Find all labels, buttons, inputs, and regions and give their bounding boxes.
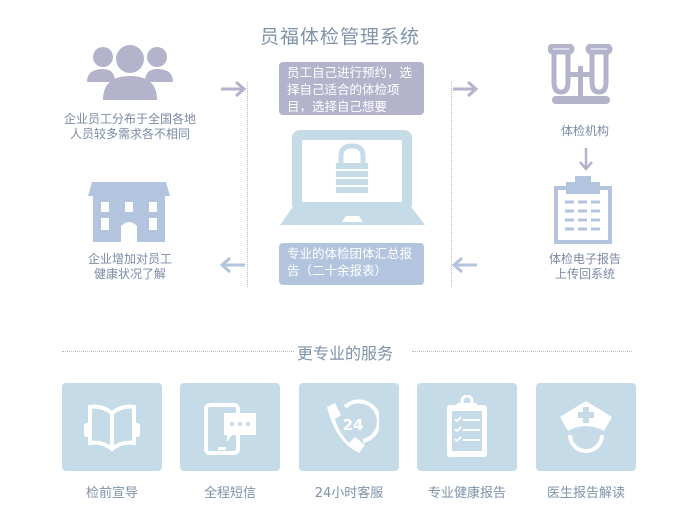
arrow-left-icon xyxy=(220,256,245,274)
page-title: 员福体检管理系统 xyxy=(259,26,420,48)
summary-box: 专业的体检团体汇总报告（二十余报表） xyxy=(279,243,424,285)
divider xyxy=(451,82,452,287)
divider xyxy=(247,82,248,287)
service-label: 检前宣导 xyxy=(85,486,138,501)
report-clipboard-icon xyxy=(554,176,612,244)
employees-caption: 企业员工分布于全国各地 人员较多需求各不相同 xyxy=(40,112,220,142)
caption-line: 健康状况了解 xyxy=(93,267,166,281)
divider xyxy=(62,351,294,352)
caption-line: 企业员工分布于全国各地 xyxy=(63,112,196,126)
building-icon xyxy=(88,182,170,242)
institution-caption: 体检机构 xyxy=(560,124,609,138)
service-label: 全程短信 xyxy=(203,486,256,501)
arrow-down-icon xyxy=(579,148,593,171)
service-tile-doctor[interactable] xyxy=(536,383,636,471)
caption-line: 企业增加对员工 xyxy=(87,252,172,266)
test-tubes-icon xyxy=(548,44,613,104)
services-title: 更专业的服务 xyxy=(296,344,393,363)
service-tile-sms[interactable] xyxy=(180,383,280,471)
report-upload-caption: 体检电子报告 上传回系统 xyxy=(525,252,645,282)
nurse-icon xyxy=(560,401,612,453)
arrow-right-icon xyxy=(221,80,246,98)
book-icon xyxy=(84,404,140,452)
service-label: 24小时客服 xyxy=(314,486,384,501)
people-icon xyxy=(87,45,173,100)
laptop-lock-icon xyxy=(280,130,425,225)
svg-text:24: 24 xyxy=(343,416,364,434)
caption-line: 上传回系统 xyxy=(554,267,615,281)
service-label: 医生报告解读 xyxy=(546,486,625,501)
service-tile-report[interactable] xyxy=(417,383,517,471)
company-caption: 企业增加对员工 健康状况了解 xyxy=(50,252,210,282)
service-tile-guide[interactable] xyxy=(62,383,162,471)
divider xyxy=(412,351,632,352)
arrow-right-icon xyxy=(453,80,478,98)
booking-box: 员工自己进行预约，选择自己适合的体检项目，选择自己想要 xyxy=(279,62,424,115)
service-label: 专业健康报告 xyxy=(427,486,506,501)
sms-icon xyxy=(204,403,256,455)
arrow-left-icon xyxy=(452,256,477,274)
clipboard-icon xyxy=(447,395,487,457)
service-tile-24h[interactable]: 24 xyxy=(299,383,399,471)
caption-line: 人员较多需求各不相同 xyxy=(69,127,190,141)
caption-line: 体检电子报告 xyxy=(548,252,621,266)
phone-24-icon: 24 xyxy=(327,399,379,453)
